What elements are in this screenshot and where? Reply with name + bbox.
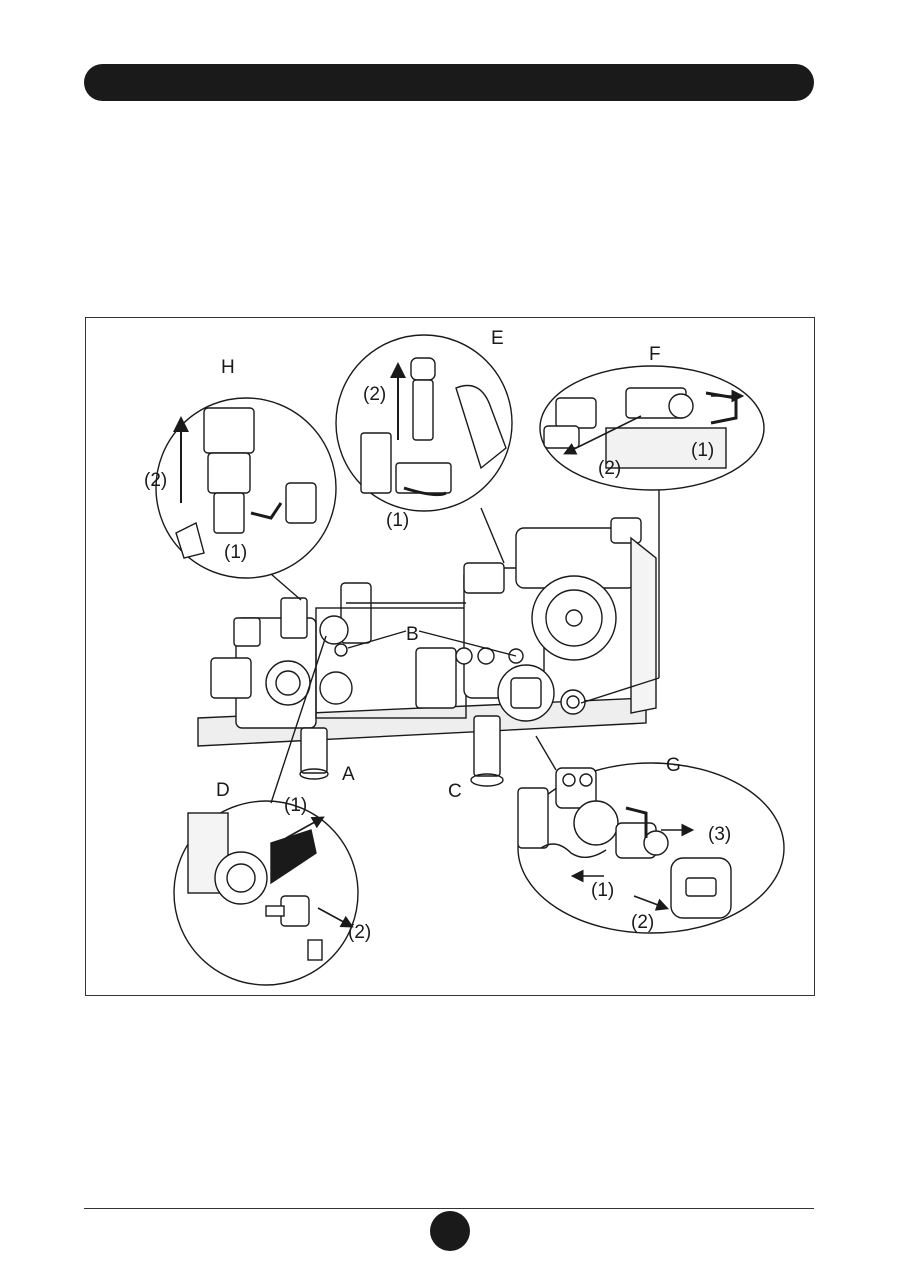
step-f-1: (1) [691, 440, 714, 461]
step-f-2: (2) [598, 458, 621, 479]
label-h: H [221, 357, 235, 378]
label-c: C [448, 781, 462, 802]
label-b: B [406, 624, 419, 645]
step-h-2: (2) [144, 470, 167, 491]
detail-g [517, 735, 785, 934]
step-g-3: (3) [708, 824, 731, 845]
step-g-2: (2) [631, 912, 654, 933]
service-diagram-frame: H E F B A C D G (2) (1) (2) (1) (2) (1) … [85, 317, 815, 996]
step-d-2: (2) [348, 922, 371, 943]
footer-rule [84, 1208, 814, 1209]
step-g-1: (1) [591, 880, 614, 901]
detail-e [335, 334, 513, 564]
detail-h [155, 397, 337, 601]
detail-f [539, 365, 765, 704]
label-f: F [649, 344, 661, 365]
label-a: A [342, 764, 355, 785]
header-bar [84, 64, 814, 101]
hydraulic-group-drawing [197, 517, 657, 787]
label-d: D [216, 780, 230, 801]
label-g: G [666, 755, 681, 776]
step-d-1: (1) [284, 795, 307, 816]
hydraulic-unit-diagram: H E F B A C D G (2) (1) (2) (1) (2) (1) … [144, 328, 785, 986]
leader-lines-b [347, 630, 517, 657]
step-e-1: (1) [386, 510, 409, 531]
step-h-1: (1) [224, 542, 247, 563]
label-e: E [491, 328, 504, 349]
step-e-2: (2) [363, 384, 386, 405]
page-number-badge [430, 1211, 470, 1251]
detail-d [173, 635, 359, 986]
